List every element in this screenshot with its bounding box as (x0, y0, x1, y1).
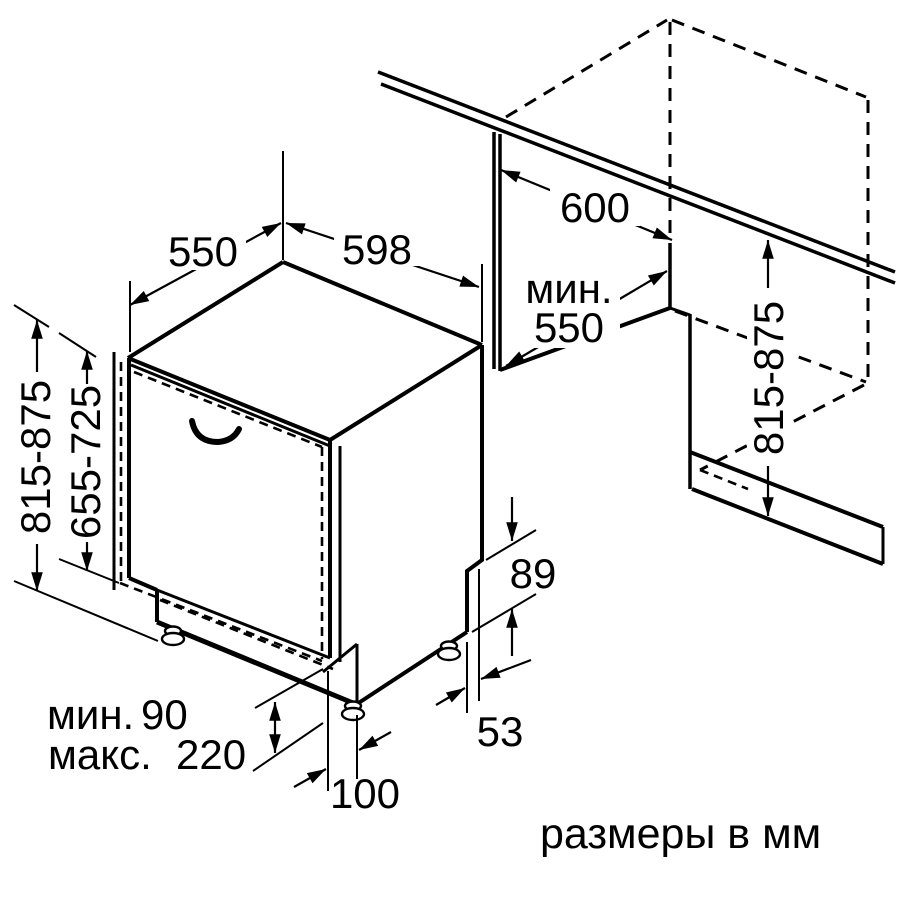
countertop (377, 70, 896, 285)
label-bg-niche-height (747, 288, 791, 466)
door-top-edge (127, 356, 331, 442)
niche-right-corner-join (669, 306, 691, 317)
kick-panel-dashed-line (159, 598, 334, 671)
label-niche-min-prefix: мин. (525, 265, 612, 312)
kick-panel-top-edge (156, 588, 331, 660)
niche-top-left-edge (505, 18, 668, 119)
label-bg-appliance-height (15, 372, 58, 544)
label-niche-height: 815-875 (745, 301, 792, 455)
countertop-top-edge (377, 70, 896, 274)
top-front-right-edge (328, 343, 484, 442)
door-top-inset-dashed (133, 370, 323, 449)
right-plinth-hidden-dash (699, 468, 749, 491)
label-bg-598 (334, 226, 420, 266)
door-handle (189, 418, 242, 446)
ext-recess-top-slant (485, 529, 537, 561)
top-right-edge (282, 260, 483, 347)
niche-hidden-edges (505, 18, 870, 472)
right-plinth-bottom-edge (691, 487, 884, 566)
label-bg-door-height (65, 384, 108, 542)
ext-height-top-inner (58, 332, 97, 358)
ext-door-bottom-left (58, 558, 120, 584)
dim-100-right-arrow (358, 731, 392, 751)
label-plinth-max-prefix: макс. (48, 731, 152, 778)
ext-recess-mid-slant (471, 593, 537, 633)
label-rear-recess-depth: 53 (477, 708, 524, 755)
countertop-bottom-edge (380, 82, 896, 285)
label-appliance-height: 815-875 (12, 380, 59, 534)
ext-plinth-upper-slant (254, 668, 324, 709)
rear-right-vertical-edge (465, 345, 484, 632)
label-toe-recess-depth: 100 (330, 770, 400, 817)
label-plinth-min-value: 90 (141, 691, 188, 738)
top-left-edge (126, 260, 285, 360)
label-bg-550 (160, 230, 246, 270)
door-bottom-edge-dashed (119, 581, 323, 663)
plinth-bottom-edge (156, 619, 354, 706)
label-depth-top: 550 (168, 228, 238, 275)
plinth-left-stub (128, 576, 158, 592)
niche-top-right-edge (671, 18, 867, 99)
label-plinth-min-prefix: мин. (47, 691, 134, 738)
dim-53-left-arrow (435, 687, 466, 706)
extension-lines (13, 151, 537, 791)
ext-plinth-lower-slant (252, 722, 324, 772)
dim-100-left-arrow (293, 768, 327, 788)
label-niche-min-value: 550 (534, 304, 604, 351)
units-caption: размеры в мм (540, 810, 821, 858)
label-bg-min550 (520, 264, 620, 348)
niche-floor-right-edge (674, 309, 867, 384)
dimension-labels: 550 598 600 мин. 550 815-875 815-875 655… (12, 184, 821, 858)
foot-front-base (340, 706, 366, 722)
dim-53-right-arrow (480, 658, 532, 681)
label-width-top: 598 (342, 226, 412, 273)
label-plinth-max-value: 220 (176, 731, 246, 778)
door-top-inner-edge (130, 363, 331, 448)
label-door-panel-height: 655-725 (62, 385, 109, 539)
label-niche-depth: 600 (560, 184, 630, 231)
ext-height-top-outer (13, 304, 50, 328)
label-rear-recess-height: 89 (510, 550, 557, 597)
right-plinth-top-edge (689, 450, 884, 529)
label-bg-600 (550, 186, 640, 226)
adjustable-feet (160, 625, 462, 722)
foot-left-base (160, 631, 186, 647)
foot-rear-base (436, 646, 462, 662)
